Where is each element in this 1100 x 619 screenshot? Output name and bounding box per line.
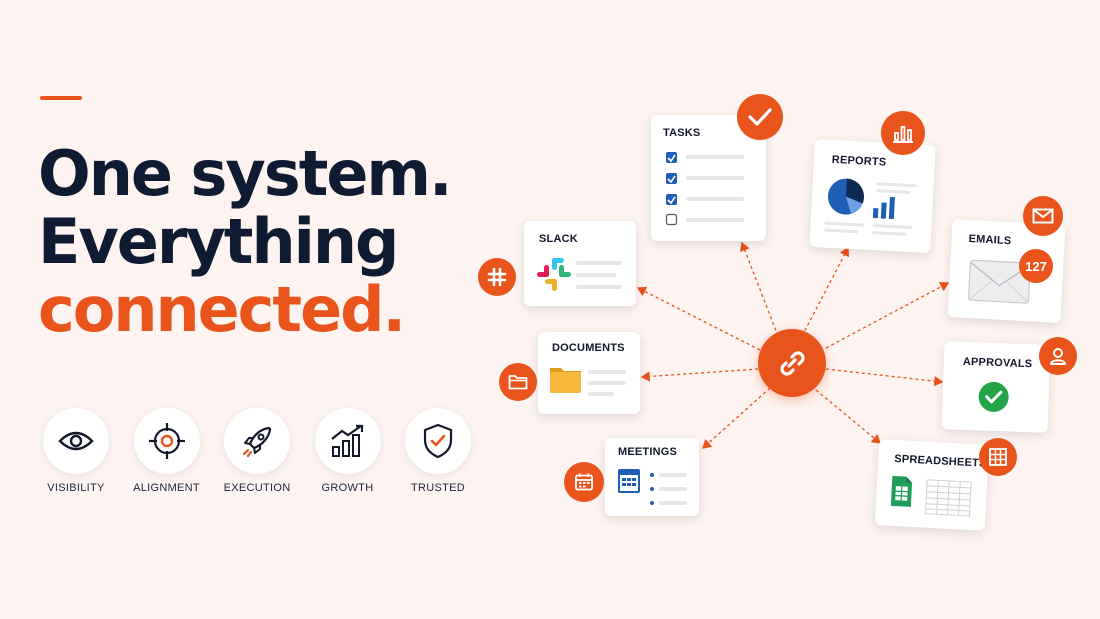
connector-approvals [825,368,944,387]
emails-card[interactable]: EMAILS [947,219,1066,323]
connector-emails [825,282,950,349]
connector-tasks [739,241,779,337]
feature-label: VISIBILITY [47,482,105,494]
folder-icon [499,363,537,401]
slack-card[interactable]: SLACK [524,221,636,306]
headline-line-1: One system. [38,137,453,210]
feature-label: TRUSTED [410,482,466,494]
headline-line-3: connected. [38,273,406,346]
meetings-title: MEETINGS [618,446,678,458]
meetings-card[interactable]: MEETINGS [605,438,699,516]
connector-reports [801,246,849,337]
email-count-badge: 127 [1019,249,1053,283]
documents-card[interactable]: DOCUMENTS [538,332,640,414]
task-row [665,213,744,226]
approvals-card[interactable]: APPROVALS [941,341,1051,433]
eye-icon [43,408,109,474]
slack-hash-icon [478,258,516,296]
envelope-illustration [967,259,1031,304]
tasks-title: TASKS [663,127,701,139]
spreadsheets-card[interactable]: SPREADSHEETS [874,439,990,531]
feature-list: VISIBILITY ALIGNMENT EXECUTION GROWTH TR… [40,408,493,494]
feature-alignment: ALIGNMENT [131,408,203,494]
calendar-illustration [618,469,687,505]
feature-execution: EXECUTION [221,408,293,494]
check-icon [737,94,783,140]
connector-meetings [702,387,771,449]
link-icon[interactable] [758,329,826,397]
connector-slack [636,286,761,351]
approved-check-icon [978,381,1009,412]
target-icon [133,408,200,474]
feature-trusted: TRUSTED [402,408,474,494]
analytics-icon [881,111,925,155]
feature-visibility: VISIBILITY [40,408,112,494]
accent-bar [40,96,82,100]
calendar-icon [564,462,604,502]
headline: One system. Everything connected. [38,137,453,346]
feature-label: GROWTH [321,482,374,494]
slack-logo-icon [537,258,622,291]
sheets-illustration [890,475,972,517]
feature-growth: GROWTH [312,408,384,494]
feature-label: ALIGNMENT [133,482,200,494]
shield-check-icon [405,408,471,474]
feature-label: EXECUTION [223,482,291,494]
reports-pie-chart [824,178,917,236]
envelope-icon [1023,196,1063,236]
task-checklist [665,152,744,226]
folder-illustration [550,368,626,396]
task-row [666,194,744,205]
user-icon [1039,337,1077,375]
slack-title: SLACK [539,233,578,245]
connector-documents [640,368,759,382]
task-row [666,152,744,163]
rocket-icon [224,408,290,474]
task-row [666,173,744,184]
reports-card[interactable]: REPORTS [809,138,936,254]
documents-title: DOCUMENTS [552,342,625,354]
grid-icon [979,438,1017,476]
growth-chart-icon [314,408,381,474]
connector-spreadsheets [815,389,882,444]
headline-line-2: Everything [38,205,399,278]
